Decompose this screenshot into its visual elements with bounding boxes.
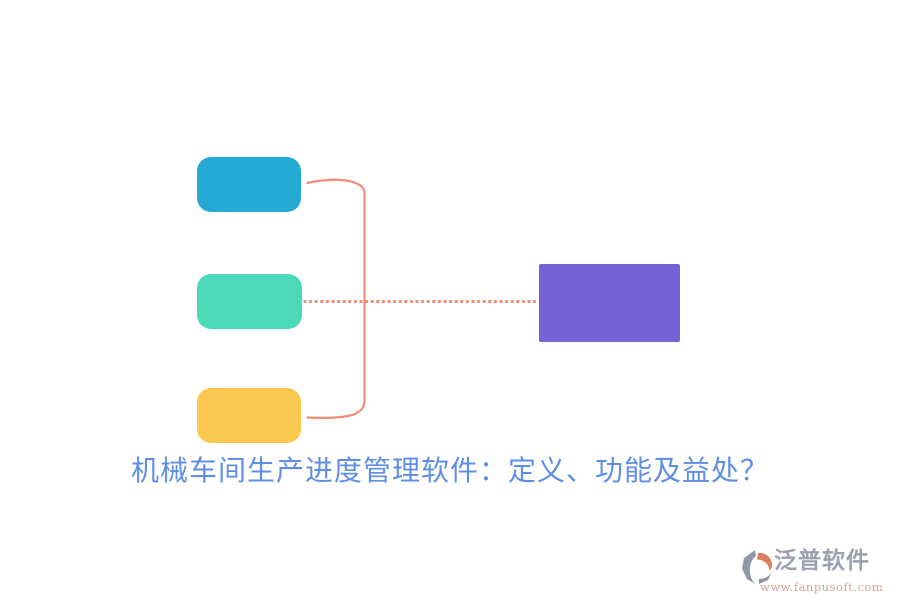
logo-segment-bottom [759, 572, 772, 584]
branch-node-bottom [197, 388, 301, 443]
logo-segment-left [742, 550, 756, 584]
fanpu-pie-logo-icon [742, 550, 772, 584]
brand-name: 泛普软件 [774, 547, 870, 574]
logo-segment-swoosh [757, 552, 772, 571]
target-node [539, 264, 680, 342]
branch-node-top [197, 157, 301, 212]
brand-watermark: 泛普软件 www.fanpusoft.com [740, 548, 890, 594]
brand-url: www.fanpusoft.com [760, 580, 884, 594]
diagram-title: 机械车间生产进度管理软件：定义、功能及益处？ [130, 454, 769, 487]
bracket-connector-line [306, 178, 366, 420]
branch-node-middle [197, 274, 302, 329]
